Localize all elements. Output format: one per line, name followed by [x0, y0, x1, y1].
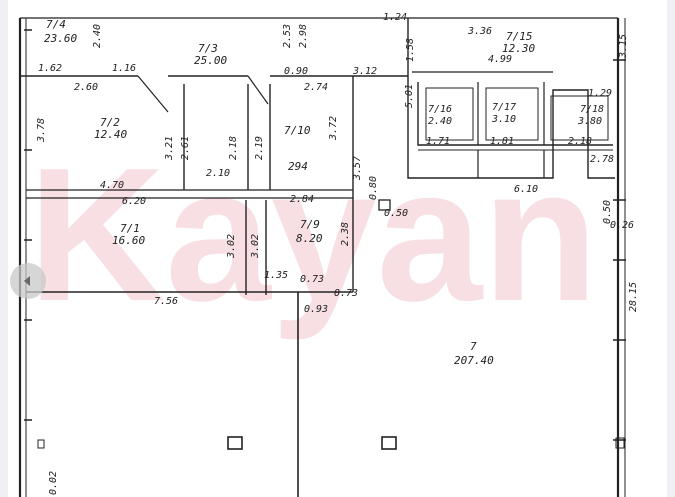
dimension: 3.02 [250, 234, 261, 259]
floor-plan-sheet: Kayan [8, 0, 667, 497]
room-id: 7/3 [198, 42, 218, 55]
dimension: 3.12 [352, 66, 377, 77]
dimension: 28.15 [628, 282, 639, 312]
room-area: 2.40 [428, 116, 452, 127]
room-area: 16.60 [112, 234, 145, 247]
room-id: 7/15 [506, 30, 533, 43]
room-area: 8.20 [296, 232, 323, 245]
dimension: 1.71 [426, 136, 450, 147]
dimension: 2.61 [180, 136, 191, 160]
floor-plan: Kayan [18, 12, 639, 497]
dimension: 2.74 [304, 82, 328, 93]
room-id: 7/9 [300, 218, 320, 231]
dimension: 1.24 [383, 12, 407, 23]
dimension: 0.50 [384, 208, 408, 219]
dimension: 6.20 [122, 196, 146, 207]
dimension: 1.58 [405, 38, 416, 62]
dimension: 2.60 [74, 82, 98, 93]
dimension: 2.10 [206, 168, 230, 179]
dimension: 2.40 [92, 24, 103, 48]
dimension: 1.81 [490, 136, 514, 147]
dimension: 2.38 [340, 222, 351, 246]
room-area: 25.00 [194, 54, 227, 67]
room-id: 7/1 [120, 222, 140, 235]
dimension: 0.93 [304, 304, 328, 315]
room-area: 12.40 [94, 128, 127, 141]
room-id: 7/18 [580, 104, 604, 115]
room-id: 7/2 [100, 116, 120, 129]
dimension: 1.62 [38, 63, 62, 74]
dimension: 3.15 [618, 34, 629, 59]
room-area: 294 [288, 160, 308, 173]
dimension: 2.98 [298, 24, 309, 48]
room-area: 23.60 [44, 32, 77, 45]
room-id: 7/4 [46, 18, 66, 31]
dimension: 0.73 [334, 288, 358, 299]
dimension: 3.02 [226, 234, 237, 259]
room-area: 3.80 [577, 116, 602, 127]
dimension: 2.19 [254, 136, 265, 160]
dimension: 0.73 [300, 274, 324, 285]
dimension: 2.78 [590, 154, 614, 165]
dimension: 4.99 [488, 54, 512, 65]
previous-image-button[interactable] [10, 263, 46, 299]
walls [18, 17, 626, 497]
dimension: 0.80 [368, 176, 379, 200]
dimension: 3.78 [36, 118, 47, 143]
dimension: 5.01 [404, 84, 415, 108]
dimension: 7.56 [154, 296, 178, 307]
dimension: 2.53 [282, 24, 293, 48]
room-area: 12.30 [502, 42, 535, 55]
room-id: 7/16 [428, 104, 452, 115]
room-id: 7/17 [492, 102, 516, 113]
room-area: 207.40 [454, 354, 494, 367]
dimension: 3.21 [164, 136, 175, 161]
dimension: 1.29 [588, 88, 612, 99]
room-area: 3.10 [491, 114, 516, 125]
dimension: 6.10 [514, 184, 538, 195]
dimension: 2.18 [228, 136, 239, 160]
dimension: 4.70 [100, 180, 124, 191]
dimension: 0.02 [48, 471, 59, 495]
dimension: 0.90 [284, 66, 308, 77]
dimension: 2.18 [568, 136, 592, 147]
chevron-left-icon [24, 276, 30, 286]
dimension: 3.36 [467, 26, 492, 37]
dimension: 1.16 [112, 63, 136, 74]
dimension: 2.84 [290, 194, 314, 205]
dimension: 0.50 [602, 200, 613, 224]
dimension-labels: 2.40 2.53 2.98 1.24 3.36 3.15 1.62 1.16 … [36, 12, 639, 495]
room-id: 7/10 [284, 124, 311, 137]
dimension: 0.26 [610, 220, 634, 231]
room-labels: 7/4 23.60 7/3 25.00 7/15 12.30 7/2 12.40… [44, 18, 604, 367]
watermark: Kayan [28, 129, 598, 341]
dimension: 3.57 [352, 156, 363, 181]
dimension: 1.35 [264, 270, 288, 281]
room-id: 7 [470, 340, 477, 353]
dimension: 3.72 [328, 116, 339, 141]
